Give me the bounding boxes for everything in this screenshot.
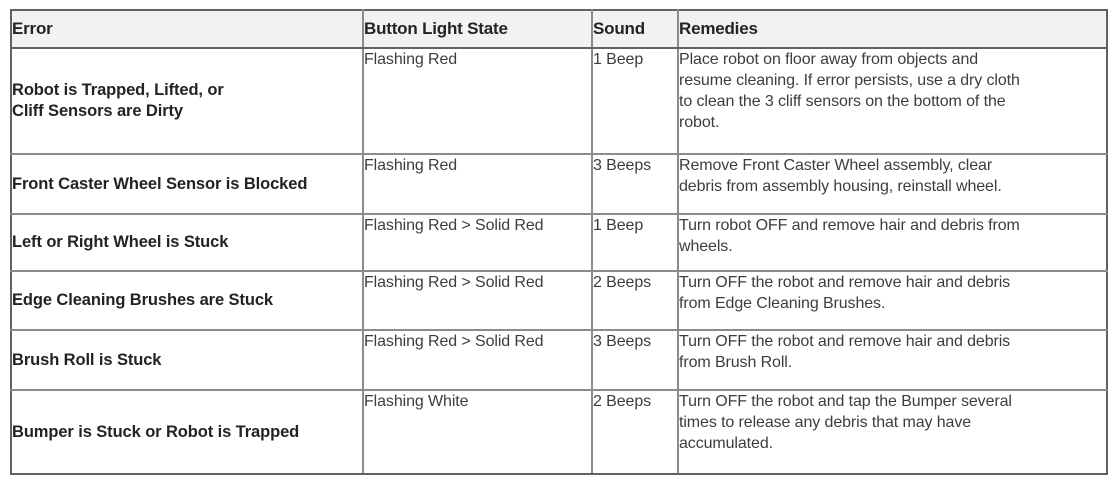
header-error: Error: [10, 9, 364, 49]
remedies-cell: Turn robot OFF and remove hair and debri…: [677, 213, 1108, 272]
table-row: Bumper is Stuck or Robot is Trapped Flas…: [10, 389, 1108, 475]
sound-cell: 1 Beep: [591, 213, 679, 272]
header-sound: Sound: [591, 9, 679, 49]
remedies-cell: Turn OFF the robot and tap the Bumper se…: [677, 389, 1108, 475]
table-header-row: Error Button Light State Sound Remedies: [10, 9, 1108, 49]
header-button-light-state: Button Light State: [362, 9, 593, 49]
light-state-cell: Flashing Red > Solid Red: [362, 270, 593, 331]
sound-cell: 3 Beeps: [591, 329, 679, 391]
light-state-cell: Flashing Red: [362, 153, 593, 215]
error-cell: Left or Right Wheel is Stuck: [10, 213, 364, 272]
header-remedies: Remedies: [677, 9, 1108, 49]
error-troubleshooting-table: Error Button Light State Sound Remedies …: [10, 9, 1108, 475]
sound-cell: 3 Beeps: [591, 153, 679, 215]
sound-cell: 2 Beeps: [591, 270, 679, 331]
light-state-cell: Flashing White: [362, 389, 593, 475]
table-row: Front Caster Wheel Sensor is Blocked Fla…: [10, 153, 1108, 215]
light-state-cell: Flashing Red > Solid Red: [362, 329, 593, 391]
remedies-cell: Turn OFF the robot and remove hair and d…: [677, 329, 1108, 391]
sound-cell: 2 Beeps: [591, 389, 679, 475]
error-cell: Brush Roll is Stuck: [10, 329, 364, 391]
remedies-cell: Remove Front Caster Wheel assembly, clea…: [677, 153, 1108, 215]
light-state-cell: Flashing Red: [362, 47, 593, 155]
error-cell: Bumper is Stuck or Robot is Trapped: [10, 389, 364, 475]
remedies-cell: Place robot on floor away from objects a…: [677, 47, 1108, 155]
error-cell: Edge Cleaning Brushes are Stuck: [10, 270, 364, 331]
error-cell: Robot is Trapped, Lifted, or Cliff Senso…: [10, 47, 364, 155]
table-row: Left or Right Wheel is Stuck Flashing Re…: [10, 213, 1108, 272]
table-row: Edge Cleaning Brushes are Stuck Flashing…: [10, 270, 1108, 331]
error-cell: Front Caster Wheel Sensor is Blocked: [10, 153, 364, 215]
light-state-cell: Flashing Red > Solid Red: [362, 213, 593, 272]
remedies-cell: Turn OFF the robot and remove hair and d…: [677, 270, 1108, 331]
sound-cell: 1 Beep: [591, 47, 679, 155]
table-row: Robot is Trapped, Lifted, or Cliff Senso…: [10, 47, 1108, 155]
table-row: Brush Roll is Stuck Flashing Red > Solid…: [10, 329, 1108, 391]
